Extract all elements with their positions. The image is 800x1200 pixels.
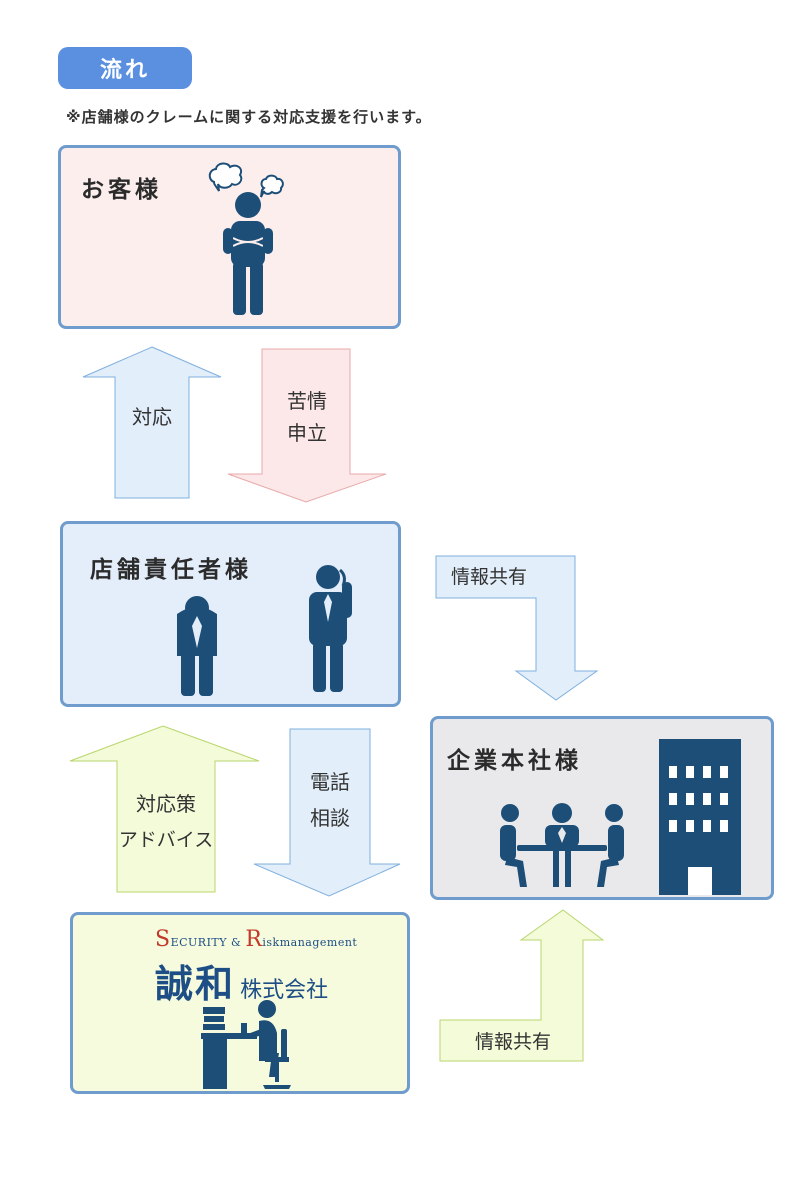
share-bottom-label: 情報共有 <box>474 1031 551 1053</box>
tagline-s: S <box>155 927 171 952</box>
phone-arrow-label: 電話 相談 <box>290 764 370 836</box>
phone-line1: 電話 <box>310 770 350 794</box>
speech-bubble-icon <box>208 162 284 198</box>
complaint-arrow-label: 苦情 申立 <box>264 385 350 449</box>
tagline-mid: ECURITY & <box>170 936 246 949</box>
hq-title: 企業本社様 <box>447 748 582 774</box>
manager-title: 店舗責任者様 <box>90 557 252 583</box>
manager-box: 店舗責任者様 <box>60 521 401 707</box>
person-at-desk-icon <box>201 1000 291 1089</box>
advice-arrow-label: 対応策 アドバイス <box>112 786 220 858</box>
person-bowing-icon <box>177 596 217 696</box>
tagline-end: iskmanagement <box>262 936 358 949</box>
seiwa-name-row: 誠和 株式会社 <box>155 953 328 1008</box>
complaint-line1: 苦情 <box>287 389 327 413</box>
advice-line2: アドバイス <box>118 829 214 851</box>
complaint-line2: 申立 <box>287 421 327 445</box>
hq-box: 企業本社様 <box>430 716 774 900</box>
advice-line1: 対応策 <box>136 792 196 816</box>
customer-box: お客様 <box>58 145 401 329</box>
seiwa-name: 誠和 <box>155 961 236 1006</box>
phone-line2: 相談 <box>310 806 350 830</box>
office-building-icon <box>659 739 741 895</box>
person-arms-crossed-icon <box>223 192 273 315</box>
seiwa-tagline: SECURITY & Riskmanagement <box>155 927 357 952</box>
person-on-phone-icon <box>309 565 352 692</box>
share-top-label: 情報共有 <box>450 566 527 588</box>
meeting-table-icon <box>500 803 624 887</box>
customer-title: お客様 <box>81 177 162 203</box>
flow-badge: 流れ <box>58 47 192 89</box>
response-arrow-label: 対応 <box>132 405 172 429</box>
flow-badge-label: 流れ <box>99 58 150 83</box>
seiwa-suffix: 株式会社 <box>240 978 329 1003</box>
tagline-r: R <box>245 927 263 952</box>
seiwa-box: SECURITY & Riskmanagement 誠和 株式会社 <box>70 912 410 1094</box>
intro-note: ※店舗様のクレームに関する対応支援を行います。 <box>66 108 432 126</box>
